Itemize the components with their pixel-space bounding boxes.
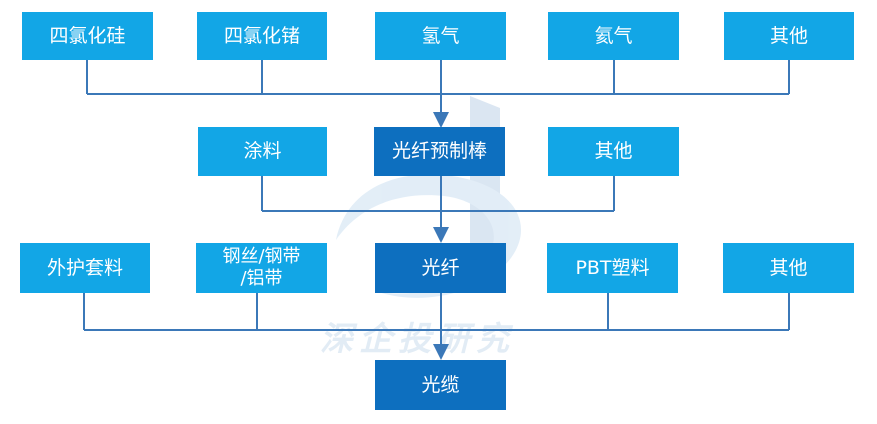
node-other-3: 其他: [723, 243, 854, 293]
node-pbt-plastic: PBT塑料: [547, 243, 678, 293]
node-silicon-tetrachloride: 四氯化硅: [22, 12, 153, 60]
node-coating: 涂料: [198, 127, 327, 176]
node-outer-sheath: 外护套料: [20, 243, 150, 293]
node-optical-cable: 光缆: [375, 360, 506, 410]
node-other-1: 其他: [724, 12, 854, 60]
node-other-2: 其他: [548, 127, 679, 176]
node-optical-fiber-preform: 光纤预制棒: [374, 127, 505, 176]
node-helium: 氦气: [548, 12, 679, 60]
node-hydrogen: 氢气: [375, 12, 506, 60]
node-optical-fiber: 光纤: [375, 243, 506, 293]
watermark-text: 深企投研究: [320, 319, 515, 358]
node-steel-wire-tape: 钢丝/钢带 /铝带: [196, 243, 327, 293]
node-germanium-tetrachloride: 四氯化锗: [197, 12, 327, 60]
